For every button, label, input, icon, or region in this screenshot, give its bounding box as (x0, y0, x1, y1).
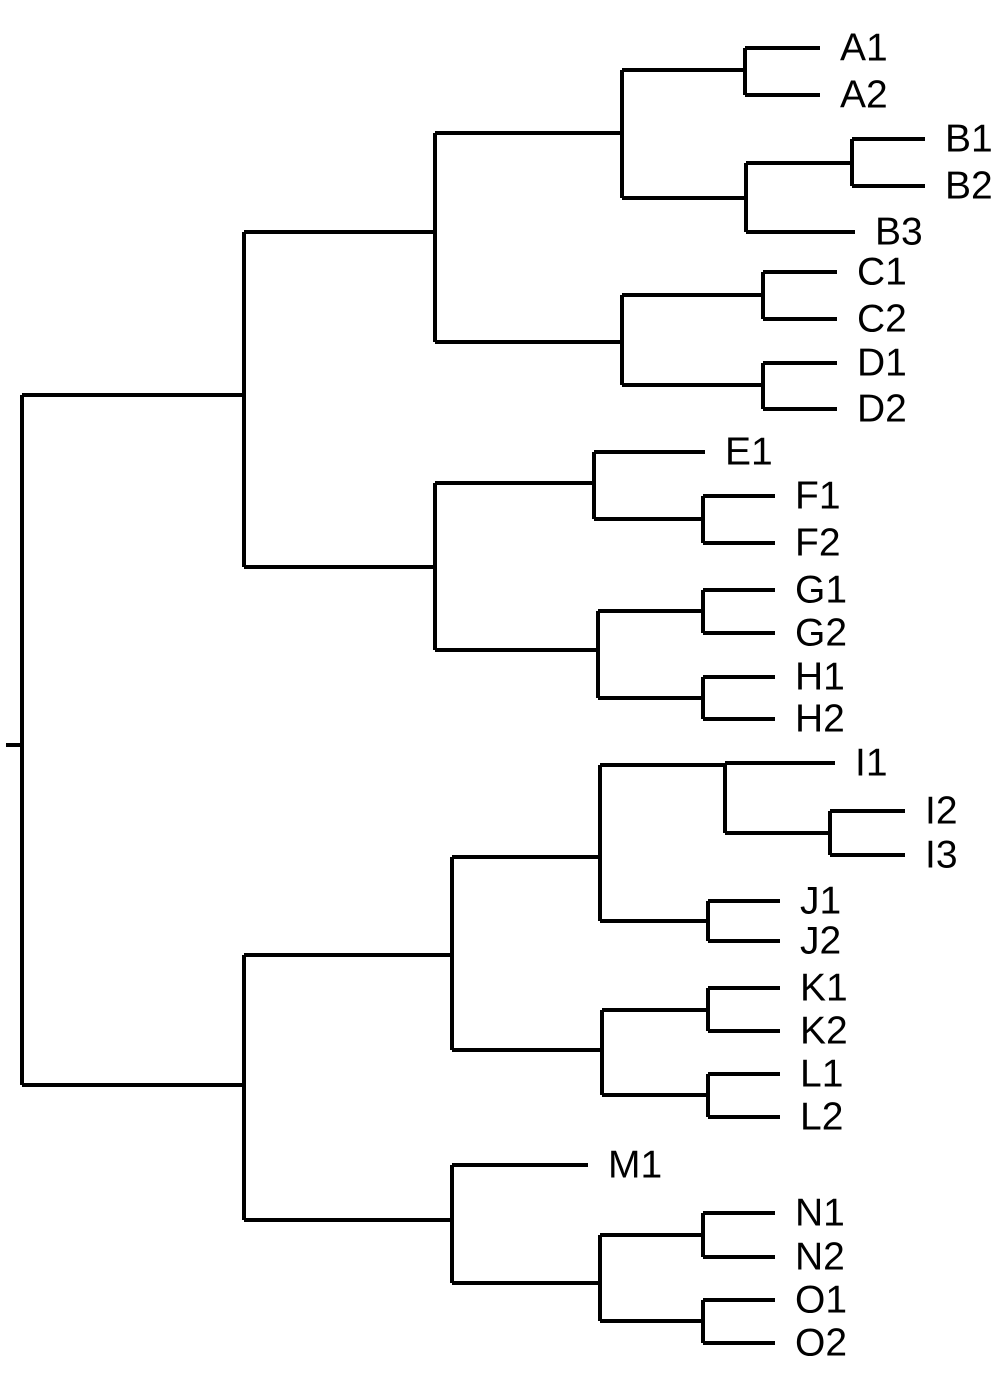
leaf-label-C1: C1 (857, 250, 907, 293)
leaf-label-H1: H1 (795, 655, 845, 698)
leaf-label-B1: B1 (945, 117, 993, 160)
leaf-label-layer: A1A2B1B2B3C1C2D1D2E1F1F2G1G2H1H2I1I2I3J1… (608, 26, 993, 1364)
leaf-label-D2: D2 (857, 387, 907, 430)
leaf-label-A1: A1 (840, 26, 888, 69)
leaf-label-O1: O1 (795, 1278, 847, 1321)
leaf-label-K2: K2 (800, 1009, 848, 1052)
leaf-label-J1: J1 (800, 879, 841, 922)
leaf-label-L1: L1 (800, 1052, 843, 1095)
branch-layer (6, 46, 925, 1345)
leaf-label-E1: E1 (725, 430, 773, 473)
leaf-label-D1: D1 (857, 341, 907, 384)
leaf-label-L2: L2 (800, 1095, 843, 1138)
leaf-label-B3: B3 (875, 210, 923, 253)
leaf-label-B2: B2 (945, 164, 993, 207)
leaf-label-N1: N1 (795, 1191, 845, 1234)
leaf-label-N2: N2 (795, 1235, 845, 1278)
leaf-label-O2: O2 (795, 1321, 847, 1364)
leaf-label-G2: G2 (795, 611, 847, 654)
leaf-label-G1: G1 (795, 568, 847, 611)
leaf-label-J2: J2 (800, 919, 841, 962)
leaf-label-F2: F2 (795, 521, 841, 564)
leaf-label-C2: C2 (857, 297, 907, 340)
leaf-label-I2: I2 (925, 789, 958, 832)
leaf-label-H2: H2 (795, 697, 845, 740)
leaf-label-M1: M1 (608, 1143, 662, 1186)
leaf-label-I3: I3 (925, 833, 958, 876)
leaf-label-I1: I1 (855, 741, 888, 784)
leaf-label-A2: A2 (840, 73, 888, 116)
leaf-label-F1: F1 (795, 474, 841, 517)
leaf-label-K1: K1 (800, 966, 848, 1009)
